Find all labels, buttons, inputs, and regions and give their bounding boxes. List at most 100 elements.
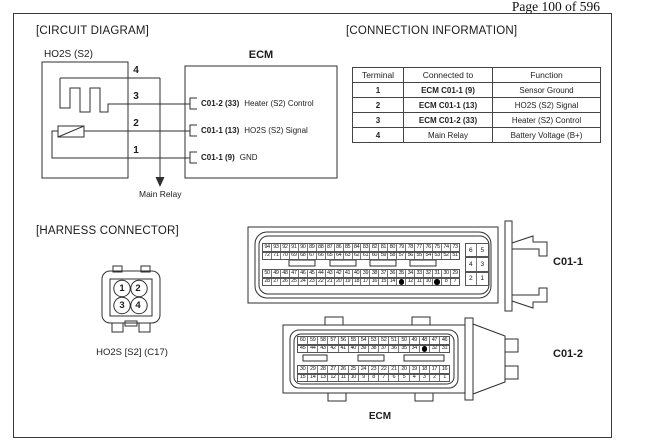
ecm-terminal-row: C01-1 (13)HO2S (S2) Signal xyxy=(201,125,308,137)
pin-cell: 84 xyxy=(353,244,362,251)
pin-cell: 20 xyxy=(399,366,410,373)
pin-cell: 4 xyxy=(466,258,477,271)
pin-cell: 15 xyxy=(379,278,389,285)
pin-cell: 38 xyxy=(370,270,380,277)
table-cell: ECM C01-2 (33) xyxy=(403,112,493,128)
pin-cell: 16 xyxy=(370,278,380,285)
table-cell: 1 xyxy=(352,82,404,98)
circuit-pin-number: 3 xyxy=(133,91,139,102)
column-header: Terminal xyxy=(352,67,404,83)
table-cell: 2 xyxy=(352,97,404,113)
pin-cell: 54 xyxy=(359,337,369,344)
pin-cell: 74 xyxy=(442,244,452,251)
pin-cell: 51 xyxy=(389,337,400,344)
pin-cell: 56 xyxy=(406,252,416,259)
pin-cell: 65 xyxy=(326,252,335,259)
pin-cell: 49 xyxy=(410,337,420,344)
pin-cell: 46 xyxy=(299,270,308,277)
pin-cell: 32 xyxy=(430,345,440,352)
pin-cell: 93 xyxy=(272,244,281,251)
highlighted-pin-cell xyxy=(420,345,430,352)
heater-element-symbol xyxy=(59,78,115,113)
pin-cell: 12 xyxy=(328,374,339,381)
table-cell: Battery Voltage (B+) xyxy=(492,127,601,143)
pin-cell: 78 xyxy=(406,244,416,251)
pin-cell: 62 xyxy=(353,252,362,259)
connection-information-title: [CONNECTION INFORMATION] xyxy=(346,25,518,37)
pin-cell: 59 xyxy=(308,337,319,344)
pin-cell: 16 xyxy=(441,366,448,372)
pin-cell: 5 xyxy=(399,374,410,381)
pin-cell: 31 xyxy=(441,345,448,352)
pin-cell: 53 xyxy=(433,252,443,259)
pin-cell: 47 xyxy=(290,270,299,277)
pin-cell: 54 xyxy=(424,252,434,259)
pin-cell: 30 xyxy=(442,270,452,277)
pin-cell: 9 xyxy=(359,374,369,381)
pin-cell: 7 xyxy=(453,278,457,285)
pin-cell: 48 xyxy=(420,337,430,344)
c01-2-connector-drawing xyxy=(282,316,519,402)
terminal-function: HO2S (S2) Signal xyxy=(244,126,308,135)
sensor-connector-label: HO2S [S2] (C17) xyxy=(96,347,168,358)
pin-cell: 37 xyxy=(379,345,390,352)
pin-cell: 83 xyxy=(361,244,371,251)
pin-cell: 23 xyxy=(369,366,380,373)
pin-cell: 18 xyxy=(420,366,430,373)
pin-cell: 39 xyxy=(359,345,369,352)
pin-cell: 44 xyxy=(308,345,319,352)
pin-cell: 91 xyxy=(290,244,299,251)
pin-cell: 61 xyxy=(361,252,371,259)
pin-cell: 41 xyxy=(344,270,353,277)
table-cell: Sensor Ground xyxy=(492,82,601,98)
main-relay-arrow xyxy=(155,177,165,187)
pin-cell: 43 xyxy=(318,345,329,352)
pin-cell: 11 xyxy=(339,374,349,381)
pin-cell: 59 xyxy=(379,252,389,259)
pin-cell: 34 xyxy=(410,345,420,352)
pin-cell: 86 xyxy=(335,244,344,251)
pin-cell: 25 xyxy=(349,366,359,373)
pin-cell: 57 xyxy=(397,252,407,259)
pin-cell: 17 xyxy=(430,366,440,373)
pin-cell: 13 xyxy=(318,374,329,381)
pin-cell: 68 xyxy=(299,252,308,259)
pin-cell: 90 xyxy=(299,244,308,251)
pin-cell: 28 xyxy=(318,366,329,373)
pin-cell: 73 xyxy=(452,244,458,250)
ecm-box-label: ECM xyxy=(248,49,274,61)
pin-cell: 8 xyxy=(442,278,452,285)
pin-cell: 26 xyxy=(339,366,349,373)
pin-cell: 15 xyxy=(298,374,309,381)
pin-cell: 30 xyxy=(298,366,309,373)
pin-cell: 25 xyxy=(290,278,299,285)
pin-cell: 40 xyxy=(353,270,362,277)
pin-cell: 35 xyxy=(397,270,407,277)
pin-cell: 47 xyxy=(430,337,440,344)
pin-cell: 56 xyxy=(339,337,349,344)
circuit-wires xyxy=(51,77,190,177)
pin-cell: 36 xyxy=(389,345,400,352)
pin-cell: 32 xyxy=(424,270,434,277)
column-header: Connected to xyxy=(403,67,493,83)
pin-cell: 42 xyxy=(335,270,344,277)
pin-cell: 14 xyxy=(388,278,398,285)
pin-cell: 10 xyxy=(349,374,359,381)
terminal-connector-code: C01-2 (33) xyxy=(201,99,240,108)
table-header-row: Terminal Connected to Function xyxy=(352,67,601,83)
pin-cell: 20 xyxy=(335,278,344,285)
circuit-pin-number: 2 xyxy=(133,118,139,129)
pin-cell: 43 xyxy=(326,270,335,277)
circuit-diagram-title: [CIRCUIT DIAGRAM] xyxy=(36,25,150,37)
pin-cell: 4 xyxy=(410,374,420,381)
pin-cell: 8 xyxy=(369,374,380,381)
pin-cell: 36 xyxy=(388,270,398,277)
page-border xyxy=(13,13,612,438)
pin-cell: 39 xyxy=(361,270,371,277)
